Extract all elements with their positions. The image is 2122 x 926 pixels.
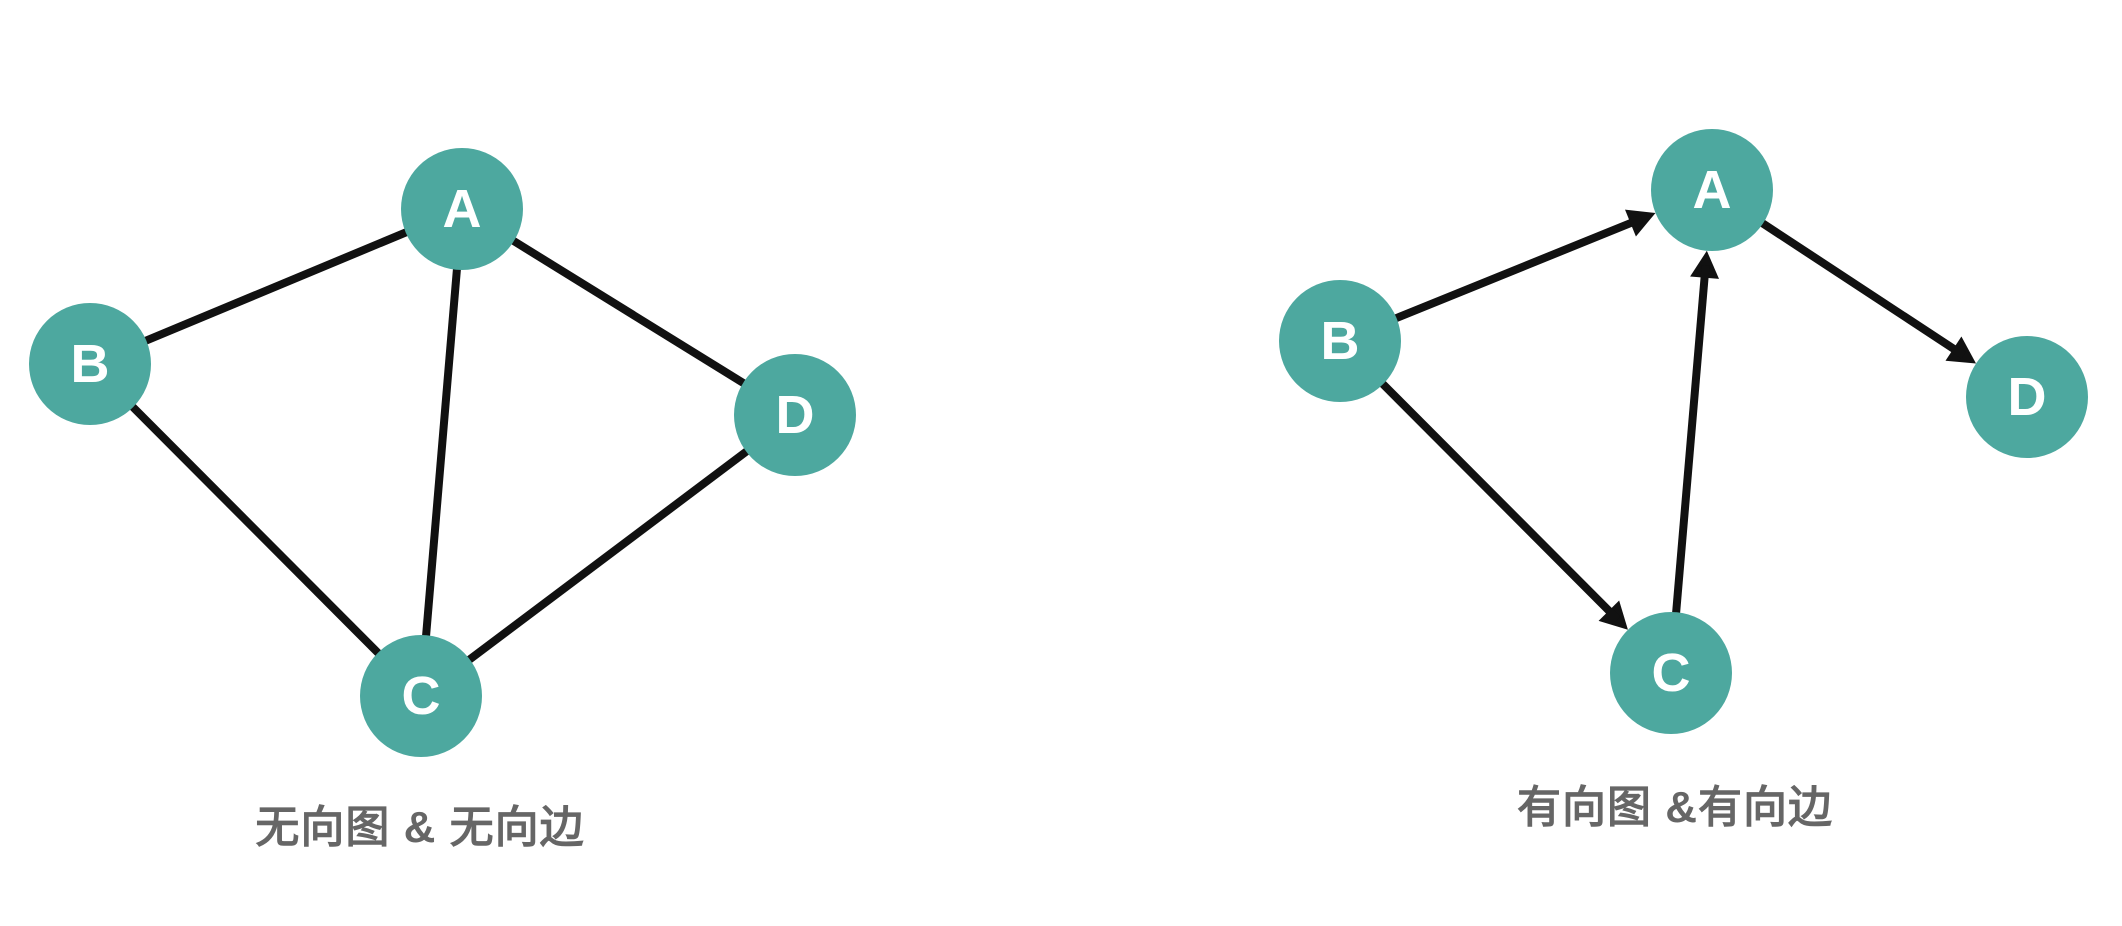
graph-node-C [360,635,482,757]
undirected-graph-caption: 无向图 & 无向边 [255,803,585,852]
edge-A-B [88,205,464,368]
directed-graph-caption: 有向图 &有向边 [1517,783,1833,832]
graph-node-C [1610,612,1732,734]
graph-node-label-D: D [2008,367,2047,427]
edge-C-to-A [1667,265,1710,674]
edge-A-C [417,208,466,697]
edge-A-D [459,205,798,419]
graph-node-label-D: D [776,385,815,445]
graph-node-label-A: A [1693,160,1732,220]
graph-node-A [1651,129,1773,251]
graph-node-B [29,303,151,425]
graph-node-label-B: B [1321,311,1360,371]
directed-graph: A B C D [1279,129,2088,734]
graph-node-A [401,148,523,270]
edge-B-to-C [1337,338,1621,623]
graph-node-D [734,354,856,476]
graph-node-B [1279,280,1401,402]
graph-node-label-C: C [402,666,441,726]
graph-node-D [1966,336,2088,458]
graph-node-label-C: C [1652,643,1691,703]
undirected-graph: A B C D [29,148,856,757]
graph-node-label-A: A [443,179,482,239]
arrowhead-C-to-A [1690,250,1720,279]
edge-C-D [418,411,798,700]
edge-B-C [87,361,424,699]
graph-node-label-B: B [71,334,110,394]
